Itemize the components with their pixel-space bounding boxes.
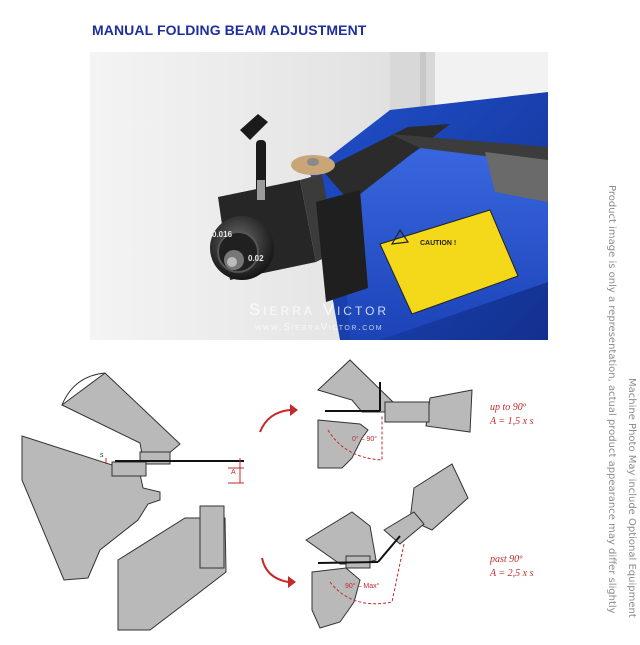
gap-label: A <box>231 469 236 476</box>
watermark-url: www.SierraVictor.com <box>254 322 384 333</box>
upper-angle-label: 0° – 90° <box>352 436 378 443</box>
dial-marking: 0.02 <box>248 254 264 263</box>
lower-range-formula: A = 2,5 x s <box>490 568 534 579</box>
folding-diagram: s A up to 90º A = 1,5 x s 0° – 90° past … <box>0 340 640 640</box>
dial-marking: 0.016 <box>212 230 233 239</box>
lower-angle-label: 90° – Max° <box>345 583 380 590</box>
upper-range-formula: A = 1,5 x s <box>490 416 534 427</box>
caution-sticker-label: CAUTION ! <box>420 240 457 247</box>
lower-range-title: past 90º <box>490 554 523 565</box>
thickness-label: s <box>100 452 104 459</box>
upper-range-title: up to 90º <box>490 402 526 413</box>
page-title: MANUAL FOLDING BEAM ADJUSTMENT <box>92 22 367 38</box>
watermark-name: Sierra Victor <box>248 300 390 319</box>
product-photo: CAUTION ! 0.016 0.02 Sierra Victor www.S… <box>90 52 548 340</box>
